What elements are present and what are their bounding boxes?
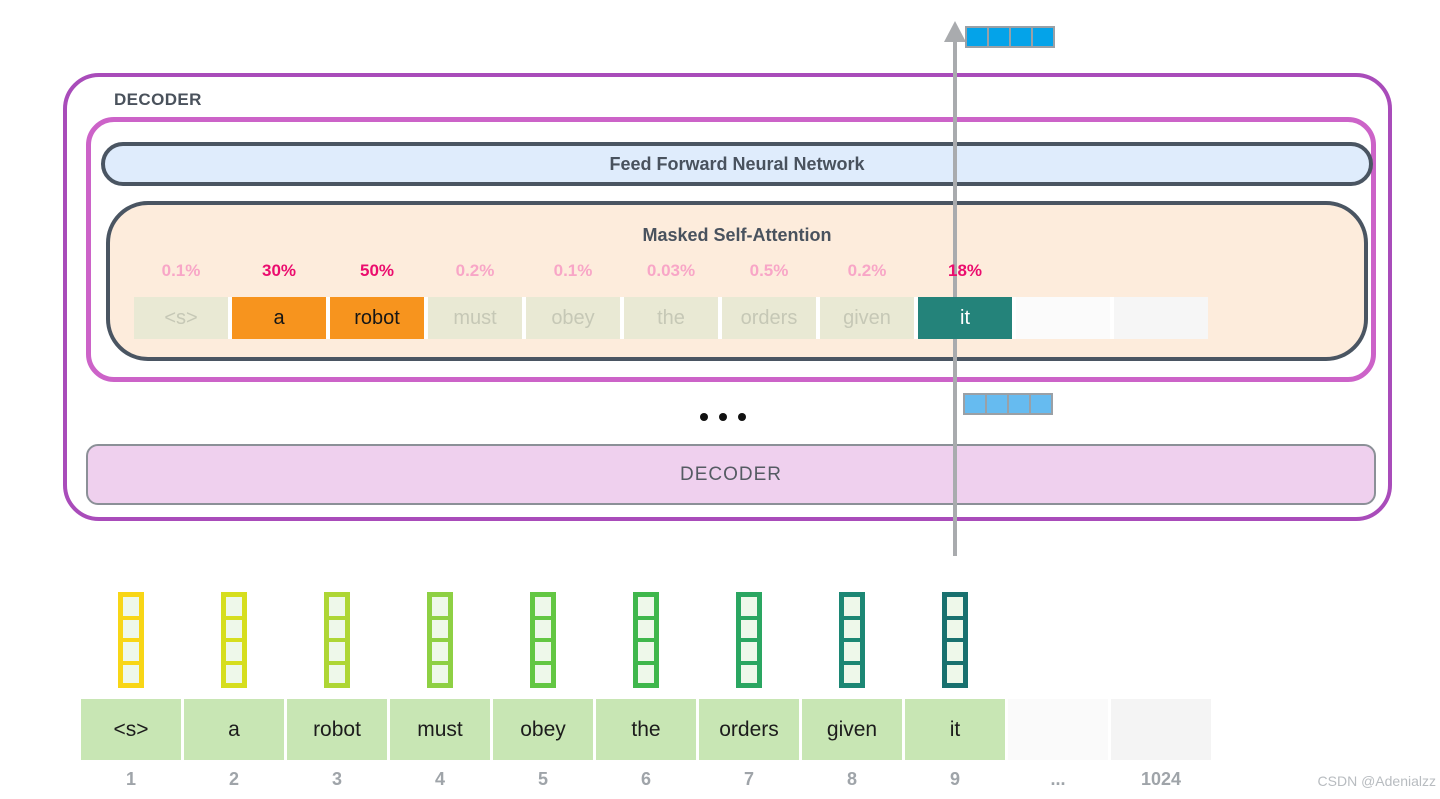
attention-token-row: <s> a robot must obey the orders given i… [134, 297, 1208, 339]
percent-label: 0.5% [749, 261, 789, 280]
feed-forward-label: Feed Forward Neural Network [609, 153, 865, 174]
prediction-arrow-head [944, 21, 966, 42]
embedding-vector [736, 592, 762, 688]
percent-label: 0.1% [161, 261, 201, 280]
hidden-state-vector [963, 393, 1053, 415]
input-token-cell: robot [287, 699, 387, 760]
position-label: 6 [640, 769, 651, 789]
position-max: 1024 [1140, 769, 1182, 789]
decoder-outer-box: DECODER Feed Forward Neural Network Mask… [63, 73, 1392, 521]
input-empty-cell [1008, 699, 1108, 760]
input-token-cell: <s> [81, 699, 181, 760]
attention-token-cell: a [232, 297, 326, 339]
input-token-cell: it [905, 699, 1005, 760]
embedding-vector [530, 592, 556, 688]
decoder-inner-box: Feed Forward Neural Network Masked Self-… [86, 117, 1376, 382]
percent-label: 30% [261, 261, 297, 280]
percent-label: 50% [359, 261, 395, 280]
embedding-vector [118, 592, 144, 688]
position-label: 1 [125, 769, 136, 789]
input-token-cell: the [596, 699, 696, 760]
decoder-outer-label: DECODER [114, 90, 202, 109]
attention-token-cell: <s> [134, 297, 228, 339]
decoder-bottom-bar: DECODER [86, 444, 1376, 505]
position-label: 7 [743, 769, 754, 789]
percent-label: 0.2% [455, 261, 495, 280]
position-label: 2 [228, 769, 239, 789]
percent-label: 0.03% [646, 261, 696, 280]
input-empty-cell [1111, 699, 1211, 760]
attention-token-cell: it [918, 297, 1012, 339]
attention-token-cell: the [624, 297, 718, 339]
input-token-strip: <s> a robot must obey the orders given i… [81, 699, 1211, 760]
position-label: 5 [537, 769, 548, 789]
input-token-cell: a [184, 699, 284, 760]
attention-token-cell: must [428, 297, 522, 339]
embedding-vector [633, 592, 659, 688]
percent-label: 0.2% [847, 261, 887, 280]
percent-label: 18% [947, 261, 983, 280]
input-token-cell: obey [493, 699, 593, 760]
input-token-cell: orders [699, 699, 799, 760]
position-label: 3 [331, 769, 342, 789]
embedding-vector [839, 592, 865, 688]
position-label: 8 [846, 769, 857, 789]
position-label: 4 [434, 769, 445, 789]
feed-forward-bar: Feed Forward Neural Network [101, 142, 1373, 186]
decoder-bottom-label: DECODER [679, 463, 782, 485]
embedding-vector [221, 592, 247, 688]
masked-self-attention-box: Masked Self-Attention 0.1% 30% 50% 0.2% … [106, 201, 1368, 361]
attention-title: Masked Self-Attention [642, 225, 832, 245]
attention-percent-row: 0.1% 30% 50% 0.2% 0.1% 0.03% 0.5% 0.2% 1… [134, 261, 1012, 281]
input-token-cell: must [390, 699, 490, 760]
attention-token-cell: obey [526, 297, 620, 339]
attention-empty-cell [1114, 297, 1208, 339]
attention-token-cell: robot [330, 297, 424, 339]
embedding-vector [942, 592, 968, 688]
percent-label: 0.1% [553, 261, 593, 280]
output-vector [965, 26, 1055, 48]
attention-empty-cell [1016, 297, 1110, 339]
embedding-vector [427, 592, 453, 688]
position-row: 1 2 3 4 5 6 7 8 9 ... 1024 [81, 769, 1211, 790]
position-ellipsis: ... [1050, 769, 1066, 789]
watermark: CSDN @Adenialzz [1317, 773, 1436, 789]
input-token-cell: given [802, 699, 902, 760]
position-label: 9 [949, 769, 960, 789]
attention-token-cell: given [820, 297, 914, 339]
embedding-vector [324, 592, 350, 688]
attention-token-cell: orders [722, 297, 816, 339]
ellipsis-dots [700, 413, 746, 421]
